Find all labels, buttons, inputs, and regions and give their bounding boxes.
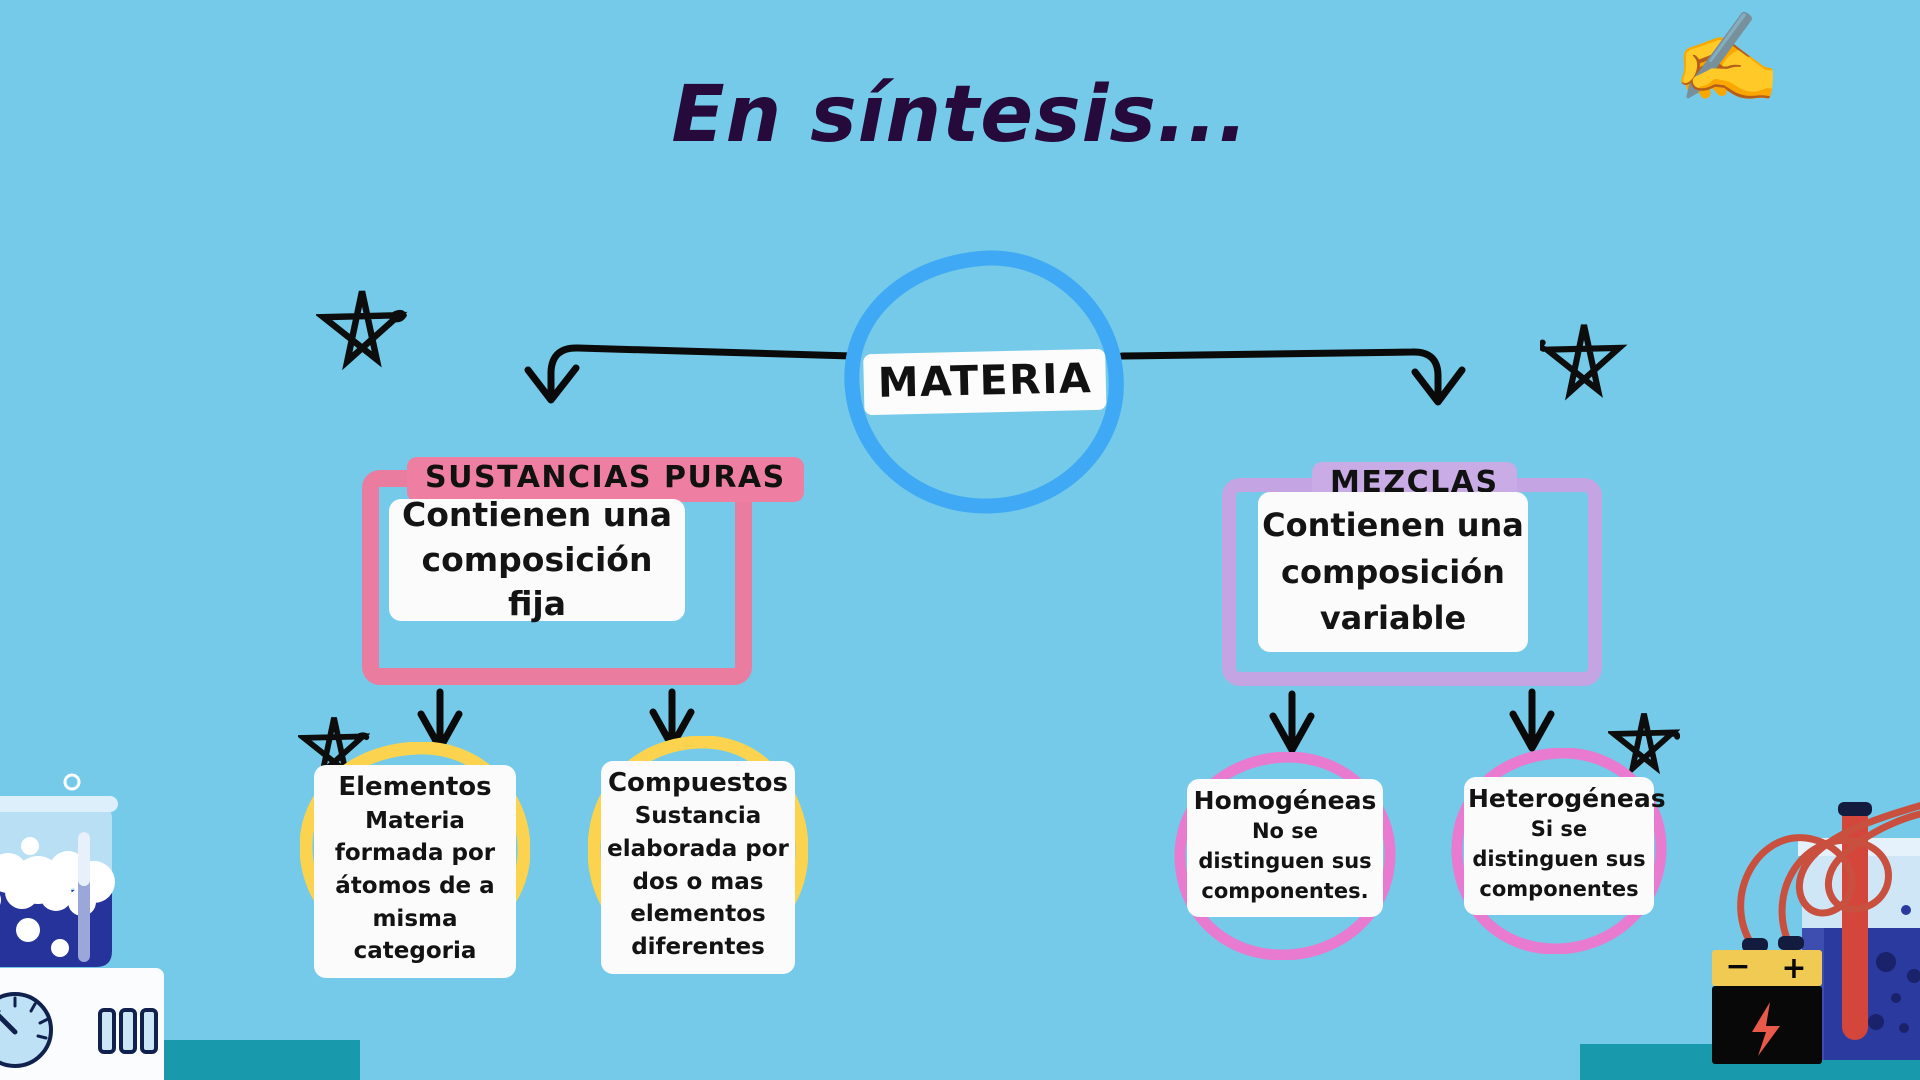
leaf-node-homogeneas[interactable]: Homogéneas No se distinguen sus componen…	[1174, 752, 1396, 960]
leaf-detail: Si se distinguen sus componentes	[1472, 817, 1646, 901]
leaf-node-heterogeneas[interactable]: Heterogéneas Si se distinguen sus compon…	[1451, 748, 1667, 954]
page-title: En síntesis...	[671, 70, 1249, 160]
battery-minus-label: −	[1725, 949, 1750, 984]
beaker-on-hotplate-illustration	[0, 773, 164, 1080]
leaf-node-compuestos[interactable]: Compuestos Sustancia elaborada por dos o…	[588, 736, 808, 974]
writing-hand-icon: ✍️	[1672, 6, 1782, 109]
root-node-materia[interactable]: MATERIA	[840, 248, 1130, 516]
leaf-heading: Heterogéneas	[1467, 783, 1666, 813]
branch-description: Contienen una composición variable	[1258, 492, 1528, 652]
leaf-node-elementos[interactable]: Elementos Materia formada por átomos de …	[300, 742, 530, 979]
battery-plus-label: +	[1781, 951, 1806, 986]
root-node-label: MATERIA	[863, 348, 1107, 416]
star-doodle-icon	[1608, 713, 1680, 777]
leaf-heading: Homogéneas	[1193, 786, 1377, 816]
leaf-card: Homogéneas No se distinguen sus componen…	[1187, 779, 1383, 917]
branch-description: Contienen una composición fija	[389, 495, 685, 623]
leaf-heading: Elementos	[338, 772, 492, 803]
lightning-bolt-icon	[1752, 1002, 1780, 1056]
leaf-detail: Sustancia elaborada por dos o mas elemen…	[607, 803, 789, 960]
battery-electrolysis-illustration: − +	[1712, 802, 1920, 1064]
branch-mezclas[interactable]: MEZCLAS Contienen una composición variab…	[1222, 462, 1602, 686]
leaf-heading: Compuestos	[607, 767, 788, 798]
leaf-card: Elementos Materia formada por átomos de …	[313, 765, 517, 979]
branch-title-chip: SUSTANCIAS PURAS	[407, 457, 804, 502]
leaf-detail: Materia formada por átomos de a misma ca…	[334, 807, 496, 965]
leaf-detail: No se distinguen sus componentes.	[1198, 819, 1372, 903]
materia-circle-outline	[844, 250, 1124, 514]
leaf-card: Compuestos Sustancia elaborada por dos o…	[601, 760, 795, 974]
star-doodle-icon	[1540, 324, 1628, 401]
star-doodle-icon	[316, 290, 408, 371]
star-doodle-icon	[298, 717, 370, 781]
branch-sustancias-puras[interactable]: SUSTANCIAS PURAS Contienen una composici…	[362, 457, 804, 685]
leaf-card: Heterogéneas Si se distinguen sus compon…	[1463, 776, 1666, 915]
